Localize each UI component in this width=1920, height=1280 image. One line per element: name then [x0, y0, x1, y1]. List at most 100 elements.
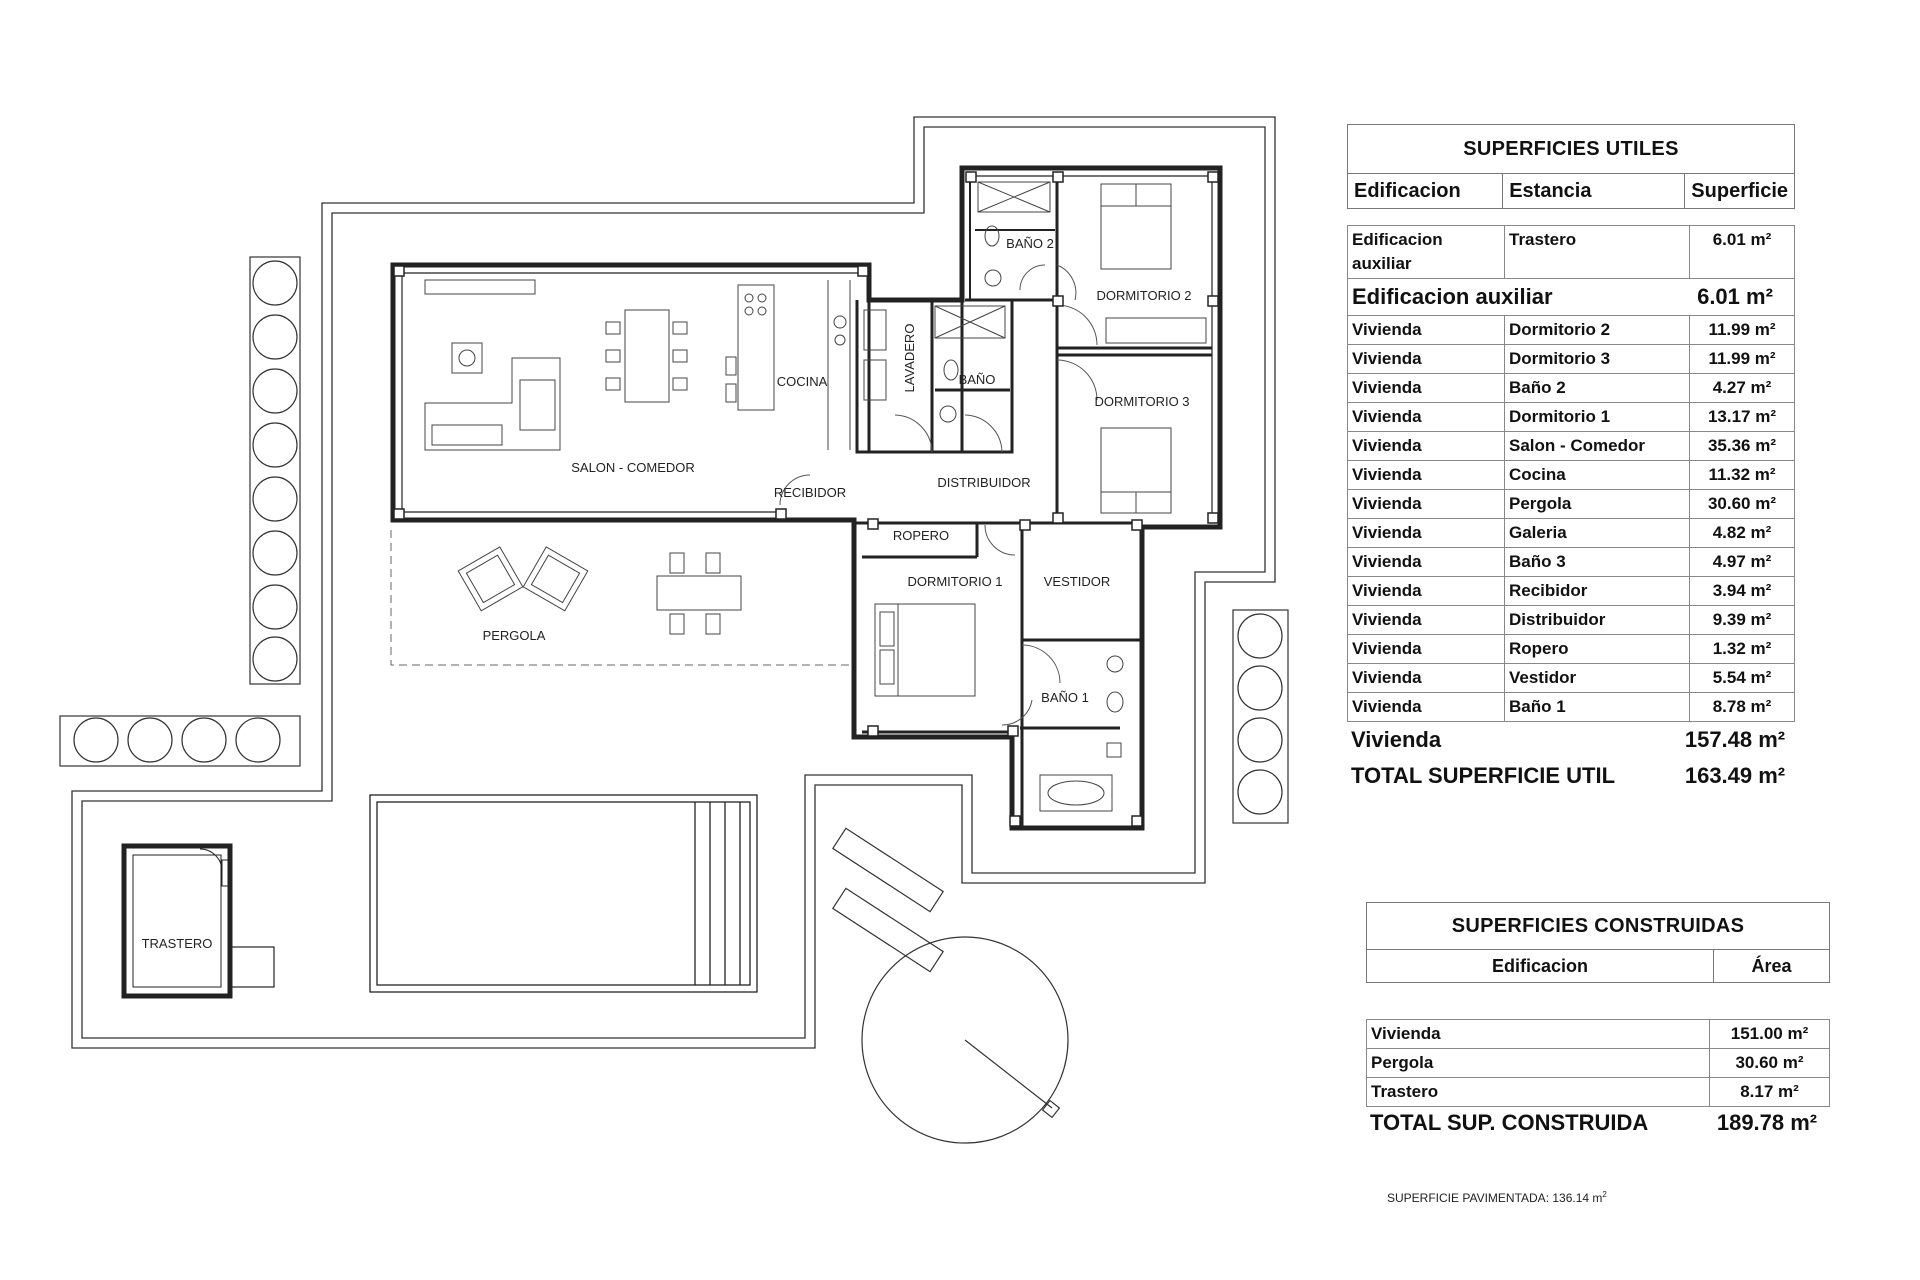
header-estancia: Estancia — [1503, 174, 1686, 208]
room-label-ropero: ROPERO — [893, 528, 949, 543]
header-edificacion-2: Edificacion — [1367, 950, 1714, 982]
construidas-title: SUPERFICIES CONSTRUIDAS — [1366, 902, 1830, 950]
room-label-dormitorio3: DORMITORIO 3 — [1094, 394, 1189, 409]
cell-estancia: Salon - Comedor — [1505, 432, 1690, 460]
room-label-salon: SALON - COMEDOR — [571, 460, 695, 475]
cell-area: 30.60 m² — [1735, 1053, 1804, 1072]
room-label-trastero: TRASTERO — [142, 936, 213, 951]
header-edificacion: Edificacion — [1348, 174, 1504, 208]
cell-edificacion: Vivienda — [1348, 461, 1505, 489]
cell-estancia: Dormitorio 3 — [1505, 345, 1690, 373]
cell-edificacion: Vivienda — [1348, 403, 1505, 431]
room-label-vestidor: VESTIDOR — [1044, 574, 1110, 589]
grand-total-row: TOTAL SUPERFICIE UTIL 163.49 m² — [1347, 758, 1795, 794]
room-label-bano1: BAÑO 1 — [1041, 690, 1089, 705]
cell-estancia: Dormitorio 1 — [1505, 403, 1690, 431]
aux-total-row: Edificacion auxiliar 6.01 m² — [1347, 279, 1795, 315]
furniture — [424, 181, 1207, 812]
cell-superficie: 13.17 m² — [1707, 407, 1777, 426]
columns — [393, 171, 1219, 827]
cell-estancia: Galeria — [1505, 519, 1690, 547]
cell-estancia: Recibidor — [1505, 577, 1690, 605]
construida-total-value: 189.78 m² — [1716, 1110, 1818, 1135]
superficies-utiles-table: SUPERFICIES UTILES Edificacion Estancia … — [1347, 124, 1795, 794]
superficies-construidas-table: SUPERFICIES CONSTRUIDAS Edificacion Área… — [1366, 902, 1830, 1139]
cell-estancia: Baño 2 — [1505, 374, 1690, 402]
cell-superficie: 3.94 m² — [1712, 581, 1772, 600]
construida-total-row: TOTAL SUP. CONSTRUIDA 189.78 m² — [1366, 1107, 1830, 1139]
cell-edificacion: Vivienda — [1348, 548, 1505, 576]
cell-superficie: 11.32 m² — [1708, 465, 1776, 484]
cell-estancia: Ropero — [1505, 635, 1690, 663]
cell-superficie: 4.97 m² — [1712, 552, 1772, 571]
room-label-dormitorio2: DORMITORIO 2 — [1096, 288, 1191, 303]
grand-total-label: TOTAL SUPERFICIE UTIL — [1351, 763, 1616, 788]
grand-total-value: 163.49 m² — [1684, 763, 1786, 788]
plot-boundary — [71, 116, 1276, 1049]
cell-edificacion: Vivienda — [1367, 1020, 1710, 1048]
cell-superficie: 4.27 m² — [1712, 378, 1772, 397]
vivienda-total-label: Vivienda — [1351, 727, 1442, 752]
header-area: Área — [1751, 955, 1792, 976]
aux-estancia: Trastero — [1505, 226, 1690, 278]
room-label-distribuidor: DISTRIBUIDOR — [937, 475, 1030, 490]
cell-superficie: 5.54 m² — [1712, 668, 1772, 687]
cell-edificacion: Vivienda — [1348, 664, 1505, 692]
cell-edificacion: Vivienda — [1348, 432, 1505, 460]
cell-estancia: Pergola — [1505, 490, 1690, 518]
vivienda-total-value: 157.48 m² — [1684, 727, 1786, 752]
aux-edificacion: Edificacion auxiliar — [1348, 226, 1505, 278]
header-superficie: Superficie — [1691, 179, 1788, 202]
cell-estancia: Vestidor — [1505, 664, 1690, 692]
aux-row: Edificacion auxiliar Trastero 6.01 m² — [1347, 225, 1795, 279]
hedges — [59, 256, 1289, 824]
cell-superficie: 11.99 m² — [1708, 349, 1776, 368]
cell-edificacion: Vivienda — [1348, 577, 1505, 605]
cell-edificacion: Vivienda — [1348, 316, 1505, 344]
room-label-pergola: PERGOLA — [483, 628, 546, 643]
pool — [369, 794, 758, 993]
cell-edificacion: Vivienda — [1348, 519, 1505, 547]
room-label-cocina: COCINA — [777, 374, 828, 389]
construidas-header-row: Edificacion Área — [1366, 950, 1830, 983]
utiles-header-row: Edificacion Estancia Superficie — [1347, 174, 1795, 209]
garden-elements — [831, 827, 1069, 1144]
paved-area-note: SUPERFICIE PAVIMENTADA: 136.14 m2 — [1387, 1190, 1607, 1205]
cell-edificacion: Vivienda — [1348, 345, 1505, 373]
cell-estancia: Distribuidor — [1505, 606, 1690, 634]
cell-superficie: 8.78 m² — [1712, 697, 1772, 716]
cell-superficie: 4.82 m² — [1712, 523, 1772, 542]
room-label-recibidor: RECIBIDOR — [774, 485, 846, 500]
construida-total-label: TOTAL SUP. CONSTRUIDA — [1370, 1110, 1649, 1135]
cell-edificacion: Vivienda — [1348, 606, 1505, 634]
cell-edificacion: Vivienda — [1348, 374, 1505, 402]
cell-superficie: 30.60 m² — [1707, 494, 1777, 513]
room-label-bano: BAÑO — [959, 372, 996, 387]
vivienda-total-row: Vivienda 157.48 m² — [1347, 722, 1795, 758]
door-swings — [779, 264, 1098, 726]
cell-superficie: 11.99 m² — [1708, 320, 1776, 339]
pergola-outline — [390, 530, 855, 666]
cell-estancia: Cocina — [1505, 461, 1690, 489]
paved-area-sup: 2 — [1602, 1190, 1607, 1199]
cell-edificacion: Trastero — [1367, 1078, 1710, 1106]
aux-total-label: Edificacion auxiliar — [1352, 284, 1553, 309]
cell-superficie: 9.39 m² — [1712, 610, 1772, 629]
cell-estancia: Baño 3 — [1505, 548, 1690, 576]
cell-edificacion: Vivienda — [1348, 490, 1505, 518]
